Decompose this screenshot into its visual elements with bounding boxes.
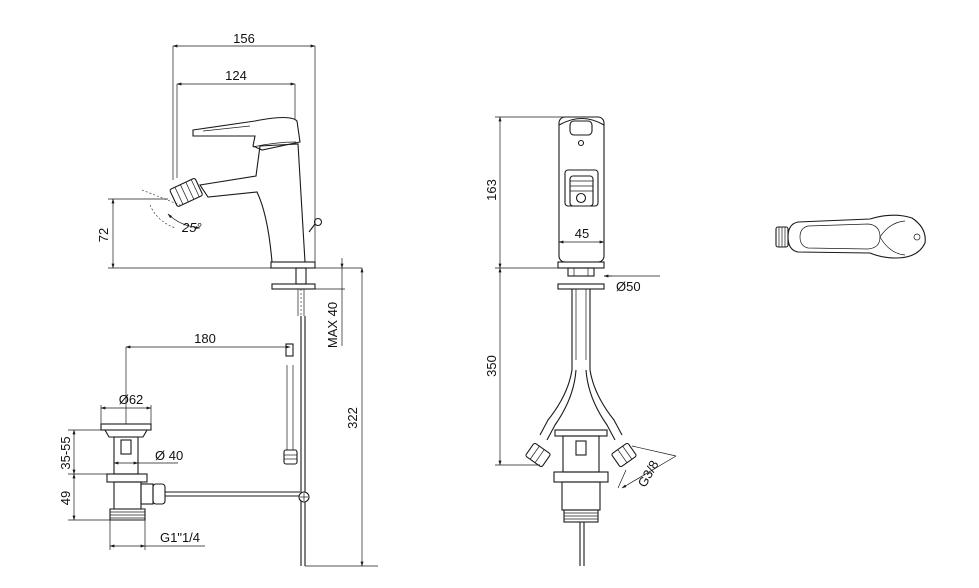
- hose-nut: [283, 449, 298, 465]
- lever-front: [569, 120, 593, 136]
- handle-seam: [252, 141, 297, 148]
- dim-overall-length: 156: [233, 31, 255, 46]
- waste-cap: [104, 429, 148, 438]
- nozzle-front: [575, 192, 587, 204]
- dim-rod-distance: 180: [194, 331, 216, 346]
- shank-side: [295, 267, 307, 285]
- waste-outlet: [140, 483, 154, 505]
- hose-clip: [285, 343, 294, 357]
- dim-waste-adjust: 35-55: [58, 436, 73, 469]
- base-front: [557, 261, 605, 269]
- dim-max-deck: MAX 40: [325, 302, 340, 348]
- side-dimensions: 156 124 72 25° MAX 40 180 322 Ø62 Ø 40 3…: [58, 31, 378, 567]
- faucet-body-side: [199, 143, 306, 263]
- hose-nut-left: [525, 442, 551, 468]
- fixing-plate-front: [557, 283, 605, 290]
- angle-dim: [167, 213, 201, 230]
- waste-body: [113, 436, 139, 475]
- dim-hose-length: 350: [484, 355, 499, 377]
- dim-spout-reach: 124: [225, 68, 247, 83]
- lever-top-front: [558, 117, 605, 126]
- bidet-nozzle: [169, 178, 203, 207]
- front-view: [525, 116, 637, 566]
- hose-nut-right: [611, 442, 637, 468]
- waste-nut-top: [106, 473, 148, 483]
- dim-waste-height: 49: [58, 491, 73, 505]
- swivel-axis: [141, 189, 181, 206]
- dim-body-height: 163: [484, 179, 499, 201]
- dim-total-depth: 322: [345, 407, 360, 429]
- handle-top-view: [787, 214, 926, 259]
- waste-front-lower: [561, 481, 601, 511]
- hose-right: [585, 369, 616, 441]
- fixing-plate-side: [271, 283, 316, 290]
- dim-waste-thread: G1"1/4: [160, 530, 200, 545]
- waste-flange: [100, 423, 152, 431]
- side-view: [141, 116, 323, 566]
- shank-front: [567, 267, 595, 277]
- waste-front-flange: [554, 429, 608, 437]
- indicator-dot: [577, 139, 585, 147]
- waste-assembly: [100, 423, 310, 521]
- top-view: [775, 214, 926, 259]
- faucet-base-side: [270, 261, 316, 269]
- lever-handle-side: [192, 116, 301, 151]
- dim-line-g38: [621, 455, 677, 489]
- waste-front-nut: [553, 471, 609, 483]
- dim-spout-height: 72: [96, 228, 111, 242]
- dim-hose-connection: G3/8: [635, 458, 662, 490]
- hose-left: [539, 369, 573, 436]
- waste-pivot: [152, 483, 166, 505]
- waste-body-lower: [113, 481, 142, 510]
- dim-waste-top: Ø62: [119, 392, 144, 407]
- dim-angle: 25°: [181, 220, 202, 235]
- front-dimensions: 163 45 Ø50 350 G3/8: [484, 116, 677, 490]
- dim-base-dia: Ø50: [616, 279, 641, 294]
- dim-body-width: 45: [575, 226, 589, 241]
- swivel-arc: [149, 204, 177, 229]
- waste-slot: [120, 439, 132, 455]
- lever-detail: [202, 125, 251, 132]
- dim-waste-dia: Ø 40: [155, 448, 183, 463]
- indicator-top: [913, 233, 921, 241]
- waste-front-slot: [575, 440, 587, 456]
- popup-knob: [313, 217, 323, 227]
